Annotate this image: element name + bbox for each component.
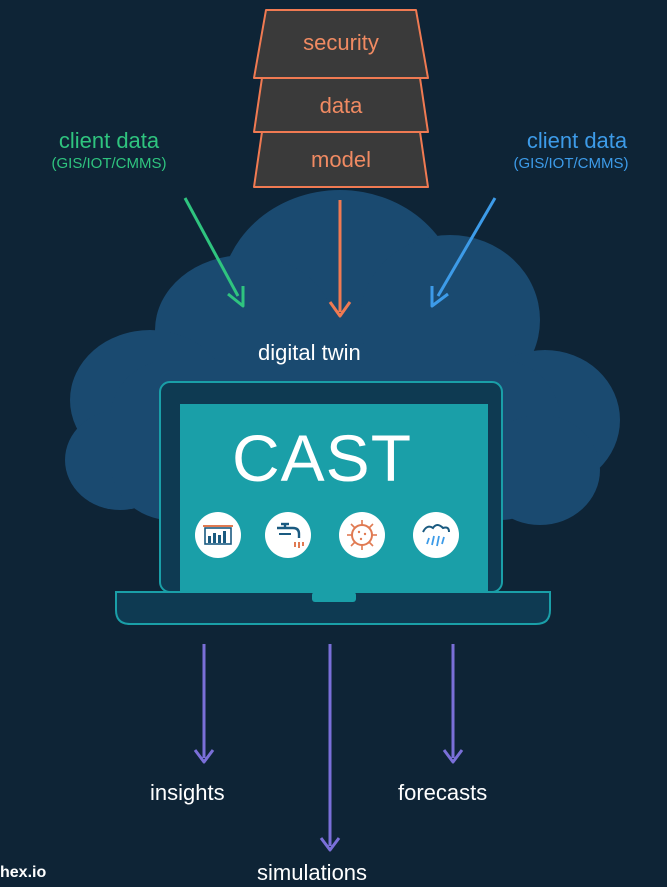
layer-stack — [253, 9, 429, 188]
faucet-icon — [265, 512, 311, 558]
blue-arrow — [436, 197, 497, 297]
laptop-notch — [312, 592, 356, 602]
output-forecasts: forecasts — [398, 780, 488, 805]
output-arrows — [193, 644, 464, 852]
layer-security — [253, 9, 429, 79]
client-data-right-title: client data — [526, 128, 628, 153]
digital-twin-label: digital twin — [258, 340, 361, 365]
output-insights: insights — [150, 780, 225, 805]
green-arrow — [183, 197, 240, 297]
blue-arrow-head — [430, 286, 449, 308]
client-data-left-title: client data — [58, 128, 160, 153]
virus-icon — [339, 512, 385, 558]
laptop-screen — [180, 404, 488, 592]
layer-label-model: model — [311, 147, 371, 172]
client-data-right-subtitle: (GIS/IOT/CMMS) — [513, 155, 629, 172]
laptop-base — [115, 591, 551, 625]
cast-title: CAST — [232, 421, 413, 495]
layer-label-data: data — [319, 93, 363, 118]
water-tank-chart-icon — [195, 512, 241, 558]
output-simulations: simulations — [257, 860, 368, 885]
client-data-left-subtitle: (GIS/IOT/CMMS) — [51, 155, 167, 172]
layer-label-security: security — [303, 30, 379, 55]
orange-arrow-head — [328, 301, 352, 318]
green-arrow-head — [227, 286, 245, 308]
rain-cloud-icon — [413, 512, 459, 558]
watermark: hex.io — [0, 864, 47, 881]
input-arrows — [183, 197, 497, 318]
laptop — [115, 381, 551, 625]
